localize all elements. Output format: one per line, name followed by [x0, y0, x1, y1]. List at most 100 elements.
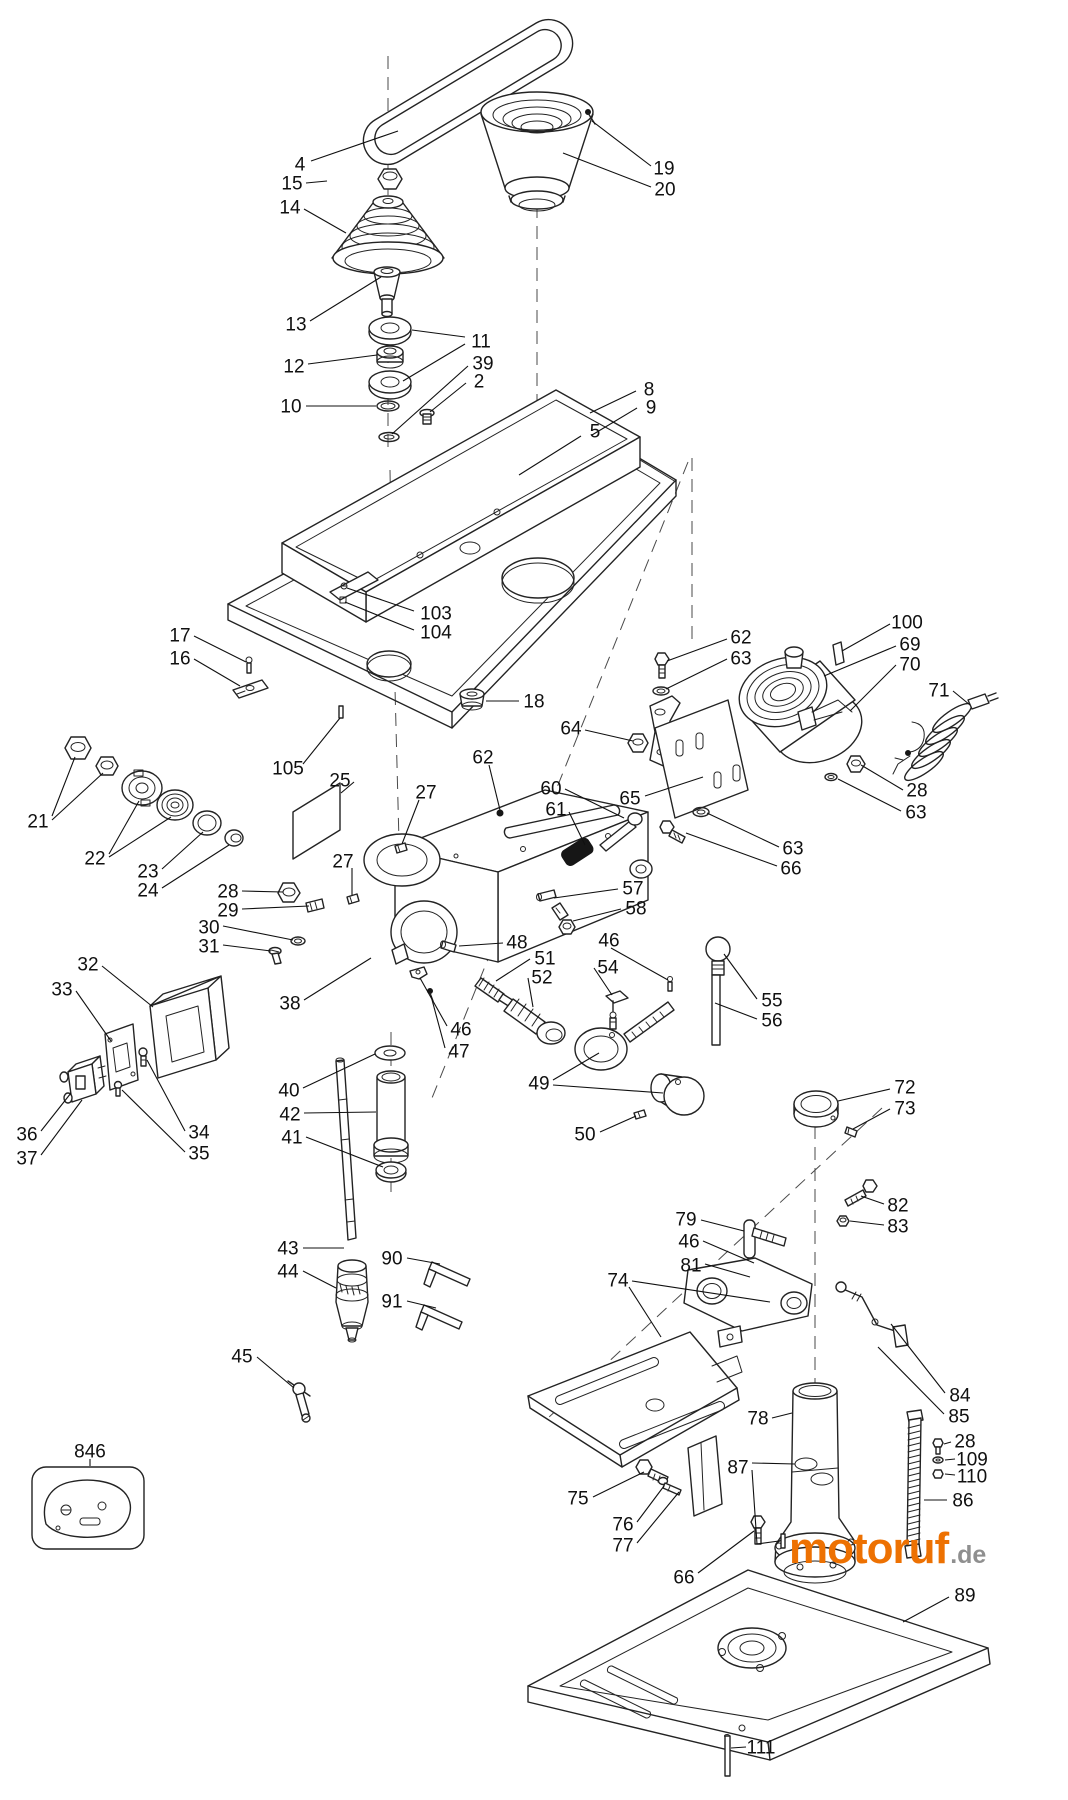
part-label-41: 41 [281, 1128, 302, 1149]
leader-line-69 [823, 645, 897, 677]
site-logo-brand: motoruf [789, 1524, 949, 1573]
leader-line-87 [751, 1469, 780, 1545]
chuck-key-45 [287, 1380, 311, 1423]
site-logo[interactable]: motoruf.de [789, 1527, 986, 1571]
part-label-17: 17 [169, 626, 190, 647]
hex-key-91 [415, 1304, 463, 1331]
part-label-45: 45 [231, 1347, 252, 1368]
leader-line-48 [458, 942, 504, 947]
part-label-18: 18 [523, 692, 544, 713]
knurled-grip-61 [561, 837, 594, 867]
pulley-insert-13 [373, 266, 401, 318]
part-label-86: 86 [952, 1491, 973, 1512]
leader-line-55 [723, 953, 758, 1000]
leader-line-62 [666, 638, 728, 662]
leader-line-40 [302, 1053, 376, 1089]
screw-34 [138, 1047, 148, 1067]
bolt-82 [844, 1179, 878, 1207]
part-label-28: 28 [954, 1432, 975, 1453]
leader-line-23 [161, 831, 204, 870]
part-label-51: 51 [534, 949, 555, 970]
washer-63-upper [652, 686, 670, 696]
snap-ring-10 [376, 400, 400, 412]
leader-line-61 [568, 811, 586, 846]
part-label-24: 24 [137, 881, 159, 902]
part-label-11: 11 [471, 332, 491, 353]
leader-line-5 [518, 435, 582, 476]
part-label-90: 90 [381, 1249, 402, 1270]
part-label-40: 40 [278, 1081, 299, 1102]
leader-line-22 [108, 816, 172, 858]
part-label-111: 111 [747, 1738, 776, 1759]
part-label-9: 9 [646, 398, 657, 419]
leader-line-44 [302, 1270, 337, 1289]
screw-31 [268, 946, 282, 965]
part-label-66: 66 [673, 1568, 694, 1589]
leader-line-41 [305, 1136, 384, 1168]
leader-line-70 [849, 664, 897, 712]
leader-line-28 [241, 890, 284, 893]
leader-line-13 [309, 276, 382, 322]
leader-line-56 [714, 1002, 758, 1020]
part-label-29: 29 [217, 901, 238, 922]
part-label-74: 74 [607, 1271, 629, 1292]
part-label-56: 56 [761, 1011, 782, 1032]
washer-109 [932, 1456, 944, 1464]
pin-48 [440, 940, 457, 953]
part-label-63: 63 [905, 803, 926, 824]
part-label-28: 28 [906, 781, 927, 802]
leader-line-25 [340, 781, 355, 794]
part-label-46: 46 [678, 1232, 699, 1253]
leader-line-84 [890, 1323, 946, 1394]
part-label-46: 46 [598, 931, 619, 952]
part-label-110: 110 [957, 1467, 987, 1488]
motor-key-100 [832, 641, 845, 666]
part-label-16: 16 [169, 649, 190, 670]
part-label-36: 36 [16, 1125, 37, 1146]
part-label-49: 49 [528, 1074, 549, 1095]
nut-21b [95, 756, 119, 776]
bolt-66-bottom [750, 1515, 766, 1545]
nut-28-right [846, 755, 866, 773]
part-label-66: 66 [780, 859, 801, 880]
switch-cover-32 [149, 975, 230, 1079]
leader-line-36 [40, 1092, 72, 1132]
leader-line-11 [411, 329, 466, 338]
part-label-8: 8 [644, 380, 655, 401]
leader-line-54 [593, 967, 613, 996]
nut-110 [932, 1469, 944, 1479]
leader-line-75 [592, 1471, 645, 1498]
leader-line-85 [877, 1346, 945, 1415]
leader-line-63 [706, 812, 780, 848]
rod-60 [599, 812, 643, 852]
part-label-85: 85 [948, 1407, 969, 1428]
part-label-89: 89 [954, 1586, 975, 1607]
pin-105 [338, 705, 344, 719]
leader-line-104 [344, 601, 415, 631]
part-label-39: 39 [472, 354, 493, 375]
leader-line-71 [952, 690, 971, 706]
part-label-69: 69 [899, 635, 920, 656]
set-screw-29 [305, 898, 325, 913]
part-label-42: 42 [279, 1105, 300, 1126]
ring-30 [290, 936, 306, 946]
motor-pulley [480, 91, 594, 212]
leader-line-21 [51, 772, 104, 821]
leader-line-46 [419, 977, 448, 1027]
leader-line-20 [562, 152, 652, 188]
leader-line-37 [40, 1099, 83, 1156]
set-screw-62-head [496, 809, 504, 817]
rack-86 [904, 1409, 924, 1559]
part-label-10: 10 [280, 397, 301, 418]
part-label-75: 75 [567, 1489, 588, 1510]
hex-key-90 [423, 1261, 471, 1288]
part-label-15: 15 [281, 174, 302, 195]
part-label-20: 20 [654, 180, 675, 201]
set-screw-27a [394, 842, 408, 854]
part-label-22: 22 [84, 849, 105, 870]
washer-39 [378, 431, 400, 443]
part-label-109: 109 [956, 1450, 988, 1471]
part-label-2: 2 [474, 372, 485, 393]
